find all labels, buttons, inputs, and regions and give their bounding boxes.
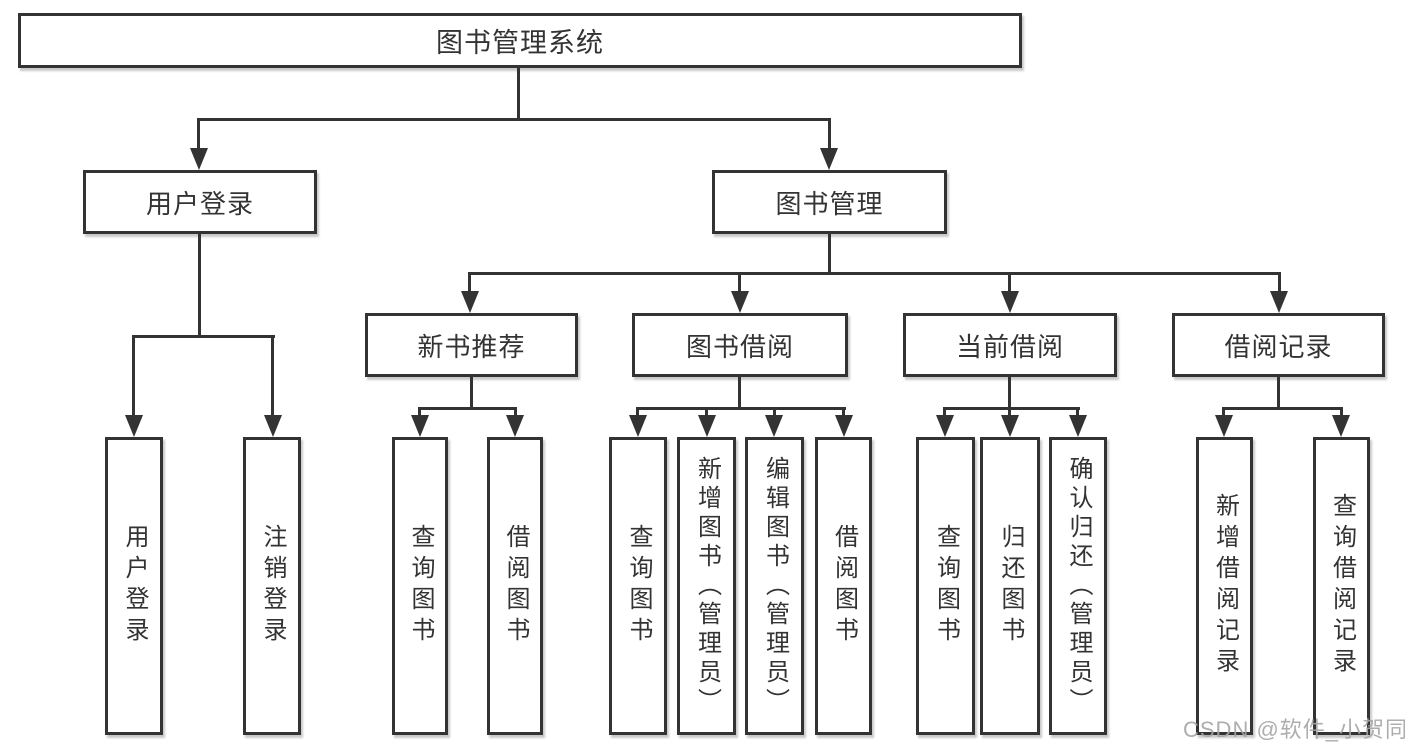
arrowhead-new-book-recommend <box>461 291 479 313</box>
edge-to-bb-query-stem <box>636 407 639 419</box>
edge-borrow-records-hbar <box>1222 407 1343 410</box>
leaf-bb-query-books: 查询图书 <box>609 437 667 735</box>
leaf-cb-query-books: 查询图书 <box>916 437 975 735</box>
node-book-management: 图书管理 <box>712 170 947 234</box>
leaf-bb-add-books-admin: 新增图书（管理员） <box>677 437 736 735</box>
arrowhead-user-login <box>190 148 208 170</box>
edge-to-nb-query-stem <box>418 407 421 419</box>
arrowhead-br-add-record <box>1215 415 1233 437</box>
node-book-borrow: 图书借阅 <box>632 313 848 377</box>
edge-to-leaf-logout-stem <box>271 335 274 419</box>
edge-to-cb-query-stem <box>943 407 946 419</box>
edge-root-hbar <box>197 118 831 121</box>
edge-to-new-book-stem <box>468 272 471 295</box>
edge-root-stem <box>517 67 520 121</box>
arrowhead-cb-confirm-return <box>1069 415 1087 437</box>
arrowhead-nb-borrow-books <box>506 415 524 437</box>
node-new-book-recommend: 新书推荐 <box>365 313 578 377</box>
arrowhead-br-query-record <box>1332 415 1350 437</box>
leaf-bb-edit-books-admin: 编辑图书（管理员） <box>745 437 804 735</box>
edge-to-nb-borrow-stem <box>514 407 517 419</box>
edge-book-borrow-substem <box>738 377 741 409</box>
arrowhead-book-management <box>820 148 838 170</box>
edge-to-borrow-records-stem <box>1278 272 1281 295</box>
leaf-user-login: 用户登录 <box>105 437 163 735</box>
leaf-br-query-record: 查询借阅记录 <box>1313 437 1370 735</box>
edge-to-book-management-stem <box>828 118 831 152</box>
edge-to-bb-edit-stem <box>773 407 776 419</box>
leaf-cb-confirm-return-admin: 确认归还（管理员） <box>1049 437 1107 735</box>
leaf-logout: 注销登录 <box>243 437 301 735</box>
edge-to-book-borrow-stem <box>738 272 741 295</box>
edge-book-management-hbar <box>468 272 1281 275</box>
arrowhead-borrow-records <box>1270 291 1288 313</box>
arrowhead-cb-return-books <box>1001 415 1019 437</box>
leaf-cb-return-books: 归还图书 <box>980 437 1040 735</box>
edge-to-leaf-user-login-stem <box>132 335 135 419</box>
arrowhead-cb-query-books <box>936 415 954 437</box>
edge-new-book-hbar <box>418 407 517 410</box>
leaf-nb-query-books: 查询图书 <box>392 437 448 735</box>
edge-to-cb-return-stem <box>1008 407 1011 419</box>
edge-to-cb-confirm-stem <box>1076 407 1079 419</box>
csdn-watermark: CSDN @软件_小贺同学 <box>1183 717 1405 742</box>
edge-to-bb-borrow-stem <box>842 407 845 419</box>
node-current-borrow: 当前借阅 <box>903 313 1117 377</box>
leaf-bb-borrow-books: 借阅图书 <box>815 437 872 735</box>
arrowhead-bb-edit-books <box>765 415 783 437</box>
node-user-login: 用户登录 <box>83 170 317 234</box>
arrowhead-bb-query-books <box>629 415 647 437</box>
edge-to-bb-add-stem <box>705 407 708 419</box>
leaf-nb-borrow-books: 借阅图书 <box>487 437 543 735</box>
edge-to-current-borrow-stem <box>1008 272 1011 295</box>
arrowhead-leaf-user-login <box>125 415 143 437</box>
arrowhead-leaf-logout <box>264 415 282 437</box>
edge-borrow-records-substem <box>1277 377 1280 409</box>
leaf-br-add-record: 新增借阅记录 <box>1196 437 1253 735</box>
edge-to-user-login-stem <box>197 118 200 152</box>
arrowhead-current-borrow <box>1001 291 1019 313</box>
arrowhead-book-borrow <box>731 291 749 313</box>
arrowhead-bb-borrow-books <box>835 415 853 437</box>
node-borrow-records: 借阅记录 <box>1172 313 1385 377</box>
edge-new-book-stem <box>470 377 473 409</box>
node-root: 图书管理系统 <box>18 13 1022 68</box>
edge-to-br-query-stem <box>1340 407 1343 419</box>
arrowhead-nb-query-books <box>411 415 429 437</box>
edge-current-borrow-substem <box>1008 377 1011 409</box>
edge-user-login-stem <box>198 233 201 337</box>
edge-to-br-add-stem <box>1222 407 1225 419</box>
arrowhead-bb-add-books <box>698 415 716 437</box>
edge-book-borrow-hbar <box>636 407 846 410</box>
edge-book-management-stem <box>828 233 831 274</box>
edge-current-borrow-hbar <box>943 407 1080 410</box>
edge-user-login-hbar <box>132 335 275 338</box>
